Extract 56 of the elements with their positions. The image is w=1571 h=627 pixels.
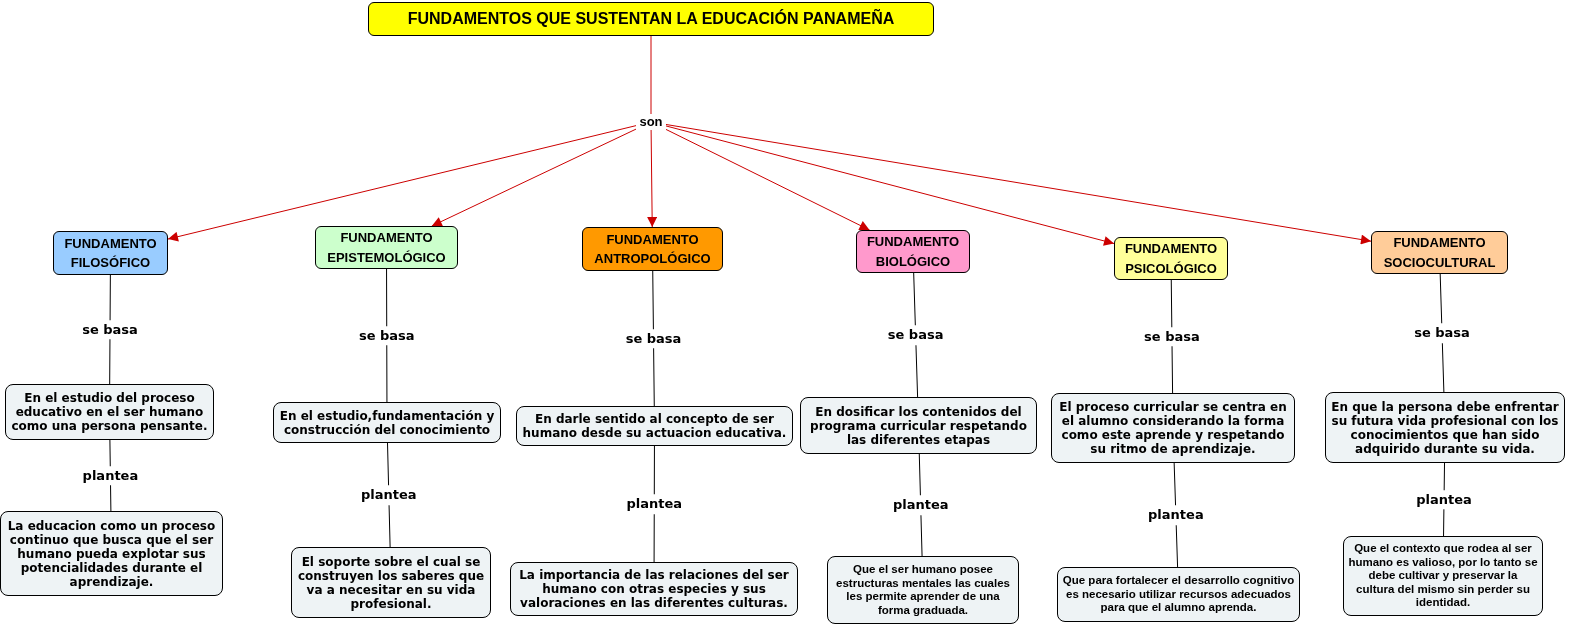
concept-box: [5, 384, 214, 440]
node-text: FUNDAMENTO BIOLÓGICO: [865, 233, 961, 271]
edge-label: se basa: [1412, 323, 1472, 343]
concept-box: [1371, 231, 1508, 274]
concept-box: [1057, 567, 1300, 622]
node-text: FUNDAMENTO EPISTEMOLÓGICO: [326, 229, 447, 267]
node-text: La educacion como un proceso continuo que busca que el ser humano pueda explotar sus potencialidades durante el aprendizaje.: [6, 518, 217, 589]
concept-box: [516, 406, 793, 446]
node-text: FUNDAMENTO SOCIOCULTURAL: [1382, 234, 1497, 272]
concept-box: [800, 397, 1037, 454]
concept-box: [291, 547, 491, 618]
edge-label: plantea: [1414, 489, 1474, 510]
node-text: El proceso curricular se centra en el alumno considerando la forma como este aprende y respetando su ritmo de aprendizaje.: [1058, 400, 1288, 456]
arrow: [167, 125, 637, 242]
concept-box: [1343, 536, 1543, 616]
node-text: Que el contexto que rodea al ser humano es valioso, por lo tanto se debe cultivar y preservar la cultura del mismo sin perder su identidad.: [1348, 542, 1538, 610]
node-text: Que el ser humano posee estructuras mentales las cuales les permite aprender de una forma graduada.: [835, 563, 1011, 617]
node-text: FUNDAMENTO FILOSÓFICO: [63, 234, 158, 272]
node-text: son: [639, 113, 663, 132]
concept-box: [510, 562, 798, 616]
edge-label: se basa: [623, 328, 684, 349]
arrow: [665, 124, 1372, 245]
concept-box: [53, 231, 168, 275]
edge-label: plantea: [80, 465, 141, 486]
concept-box: [856, 230, 970, 273]
arrow: [665, 128, 870, 231]
node-text: La importancia de las relaciones del ser humano con otras especies y sus valoraciones en las diferentes culturas.: [518, 568, 790, 610]
edge-label: se basa: [80, 319, 140, 340]
edge-label: plantea: [359, 485, 419, 505]
edge-label: plantea: [1146, 505, 1206, 525]
node-text: En el estudio del proceso educativo en el ser humano como una persona pensante.: [10, 391, 209, 433]
node-text: En que la persona debe enfrentar su futura vida profesional con los conocimientos que han sido adquirido durante su vida.: [1330, 399, 1560, 456]
node-text: Que para fortalecer el desarrollo cognitivo es necesario utilizar recursos adecuados para que el alumno aprenda.: [1062, 574, 1295, 615]
node-text: FUNDAMENTOS QUE SUSTENTAN LA EDUCACIÓN PANAMEÑA: [407, 8, 895, 29]
concept-box: [1114, 237, 1228, 280]
node-text: En darle sentido al concepto de ser humano desde su actuacion educativa.: [521, 412, 788, 440]
title-box: [368, 2, 934, 36]
concept-box: [582, 227, 723, 271]
concept-box: [1051, 393, 1295, 463]
concept-box: [1325, 392, 1565, 463]
arrow: [647, 129, 658, 228]
edge-label: se basa: [356, 325, 417, 346]
node-text: En el estudio,fundamentación y construcción del conocimiento: [278, 408, 496, 437]
concept-box: [0, 511, 223, 596]
edge-label: se basa: [885, 325, 946, 345]
arrow: [665, 125, 1115, 246]
arrow: [431, 128, 637, 227]
node-text: FUNDAMENTO ANTROPOLÓGICO: [593, 230, 712, 268]
connector-line: [650, 35, 652, 115]
edge-label: se basa: [1142, 326, 1202, 347]
node-text: En dosificar los contenidos del programa curricular respetando las diferentes etapas: [809, 404, 1028, 447]
node-text: FUNDAMENTO PSICOLÓGICO: [1123, 240, 1219, 278]
concept-box: [273, 402, 501, 443]
concept-box: [315, 226, 458, 269]
node-text: El soporte sobre el cual se construyen los saberes que va a necesitar en su vida profesional.: [296, 554, 486, 611]
concept-box: [827, 556, 1019, 624]
